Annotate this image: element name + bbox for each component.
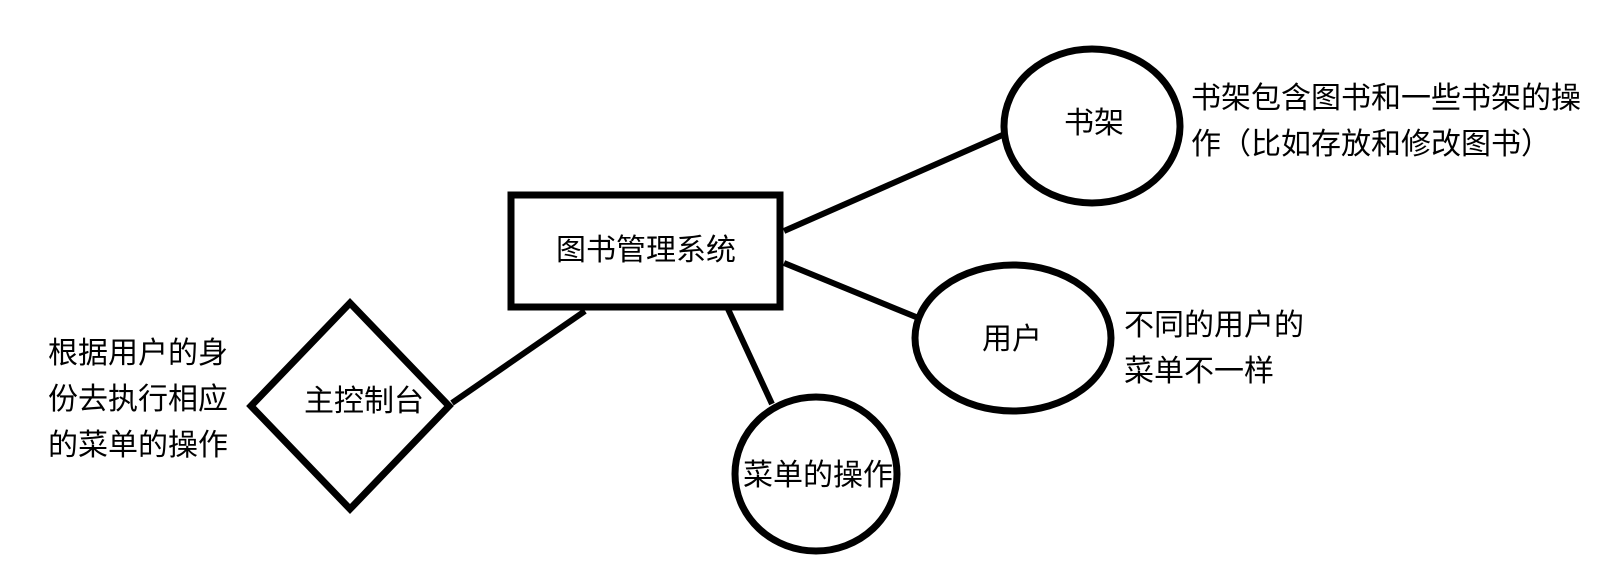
console-diamond: [246, 297, 454, 515]
bookshelf-note: 书架包含图书和一些书架的操 作（比如存放和修改图书）: [1191, 76, 1581, 168]
menu-ops-ellipse: [731, 393, 901, 555]
bookshelf-note-line: 作（比如存放和修改图书）: [1191, 128, 1551, 161]
user-ellipse: [911, 261, 1115, 415]
bookshelf-ellipse: [1000, 45, 1184, 207]
console-label: 主控制台: [304, 385, 424, 418]
bookshelf-label: 书架: [1064, 107, 1124, 140]
console-note-line: 的菜单的操作: [48, 429, 228, 462]
console-note: 根据用户的身 份去执行相应 的菜单的操作: [48, 331, 228, 469]
system-label: 图书管理系统: [556, 234, 736, 267]
edge-system-menu-ops: [725, 307, 775, 406]
system-rectangle: [507, 191, 784, 311]
console-note-line: 根据用户的身: [48, 337, 228, 370]
edge-system-user: [782, 260, 918, 320]
edge-system-bookshelf: [782, 130, 1009, 234]
user-label: 用户: [982, 323, 1042, 356]
menu-ops-label: 菜单的操作: [743, 459, 893, 492]
user-note: 不同的用户的 菜单不一样: [1124, 303, 1304, 395]
console-note-line: 份去执行相应: [48, 383, 228, 416]
bookshelf-note-line: 书架包含图书和一些书架的操: [1191, 82, 1581, 115]
user-note-line: 不同的用户的: [1124, 309, 1304, 342]
user-note-line: 菜单不一样: [1124, 355, 1274, 388]
edge-system-console: [450, 308, 587, 406]
